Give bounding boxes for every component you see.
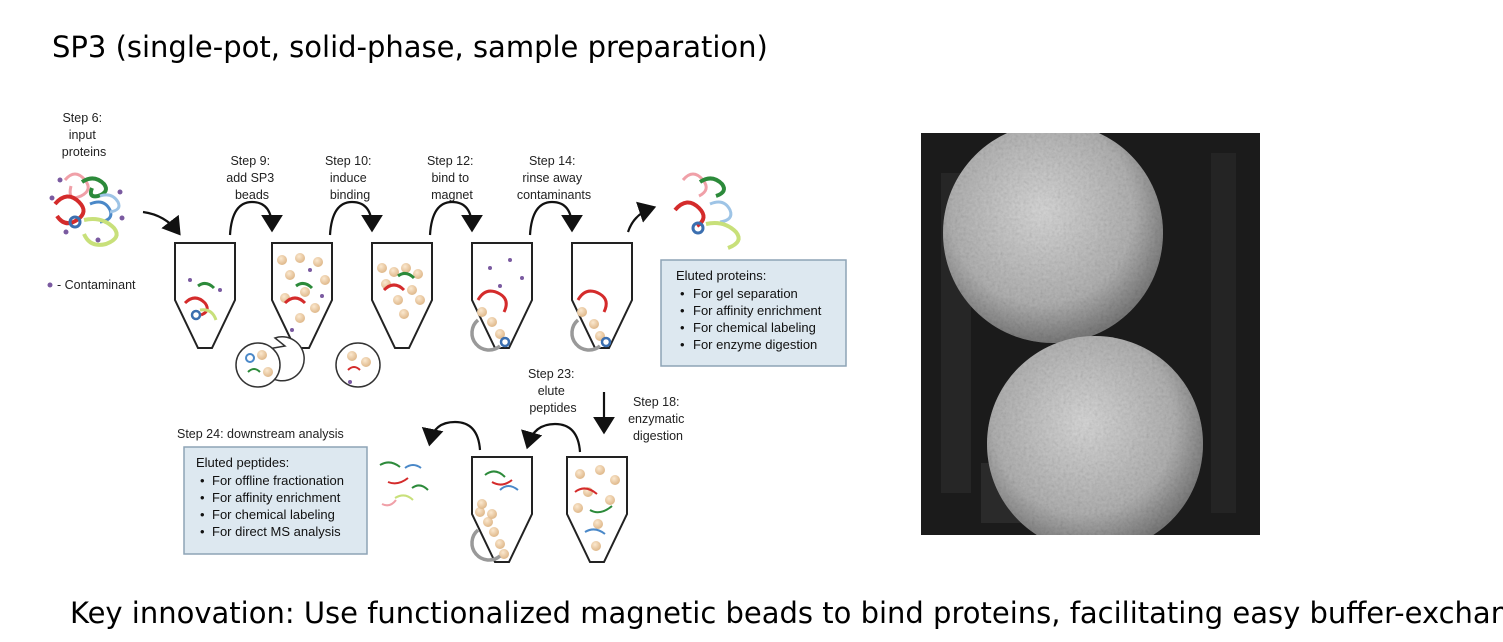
arrow-6-to-9: [142, 210, 181, 236]
step23-label: Step 23: elute peptides: [528, 367, 578, 415]
eluted-peptides-item: For chemical labeling: [212, 507, 335, 522]
eluted-proteins-item: For chemical labeling: [693, 320, 816, 335]
slide-title: SP3 (single-pot, solid-phase, sample pre…: [52, 30, 768, 64]
step10-label: Step 10: induce binding: [325, 154, 375, 202]
step14-label: Step 14: rinse away contaminants: [517, 154, 591, 202]
eluted-peptides-item: For direct MS analysis: [212, 524, 341, 539]
step9-label: Step 9: add SP3 beads: [226, 154, 277, 202]
eluted-proteins-item: For enzyme digestion: [693, 337, 817, 352]
sem-micrograph-beads: [921, 133, 1260, 535]
contaminant-dot-icon: [47, 282, 53, 288]
bead-sphere-top: [943, 133, 1163, 343]
tube-step18: [566, 456, 628, 563]
svg-text:•: •: [680, 303, 685, 318]
key-innovation-caption: Key innovation: Use functionalized magne…: [70, 596, 1503, 630]
tube-step12: [335, 242, 433, 388]
svg-text:•: •: [680, 337, 685, 352]
magnet-icon: [470, 528, 502, 562]
tube-step10: [235, 242, 333, 388]
step6-label: Step 6: input proteins: [62, 111, 106, 159]
tube-step9: [174, 242, 236, 349]
magnet-icon: [470, 318, 502, 352]
contaminant-legend: - Contaminant: [57, 278, 136, 292]
svg-text:•: •: [200, 524, 205, 539]
eluted-peptides-item: For affinity enrichment: [212, 490, 341, 505]
step12-label: Step 12: bind to magnet: [427, 154, 477, 202]
eluted-proteins-box: Eluted proteins: • For gel separation • Fo…: [660, 259, 847, 367]
bead-sphere-bottom: [987, 336, 1203, 535]
step24-label: Step 24: downstream analysis: [177, 427, 344, 441]
eluted-peptides-fragments: [379, 461, 429, 507]
arrow-14-to-elution: [626, 201, 657, 233]
svg-text:•: •: [200, 473, 205, 488]
svg-text:•: •: [200, 490, 205, 505]
arrow-9-to-10: [228, 200, 283, 236]
tube-step23: [470, 456, 533, 563]
sp3-workflow-diagram: Step 6: input proteins Step 9: add SP3 b…: [47, 111, 847, 563]
eluted-proteins-item: For gel separation: [693, 286, 798, 301]
svg-text:•: •: [680, 286, 685, 301]
arrow-18-to-23: [521, 422, 582, 453]
step18-label: Step 18: enzymatic digestion: [628, 395, 688, 443]
arrow-12-to-14: [428, 200, 483, 236]
eluted-proteins-tangle: [673, 172, 741, 250]
eluted-proteins-item: For affinity enrichment: [693, 303, 822, 318]
tube-step14: [470, 242, 533, 352]
svg-text:•: •: [680, 320, 685, 335]
eluted-peptides-box: Eluted peptides: • For offline fractionat…: [183, 446, 368, 555]
input-proteins-tangle: [49, 172, 125, 247]
svg-text:•: •: [200, 507, 205, 522]
magnet-icon: [570, 318, 602, 352]
tube-step16: [570, 242, 633, 352]
eluted-proteins-heading: Eluted proteins:: [676, 268, 766, 283]
eluted-peptides-heading: Eluted peptides:: [196, 455, 289, 470]
arrow-14-to-16: [528, 200, 583, 236]
eluted-peptides-item: For offline fractionation: [212, 473, 344, 488]
arrow-23-to-24: [421, 420, 482, 451]
arrow-10-to-12: [328, 200, 383, 236]
